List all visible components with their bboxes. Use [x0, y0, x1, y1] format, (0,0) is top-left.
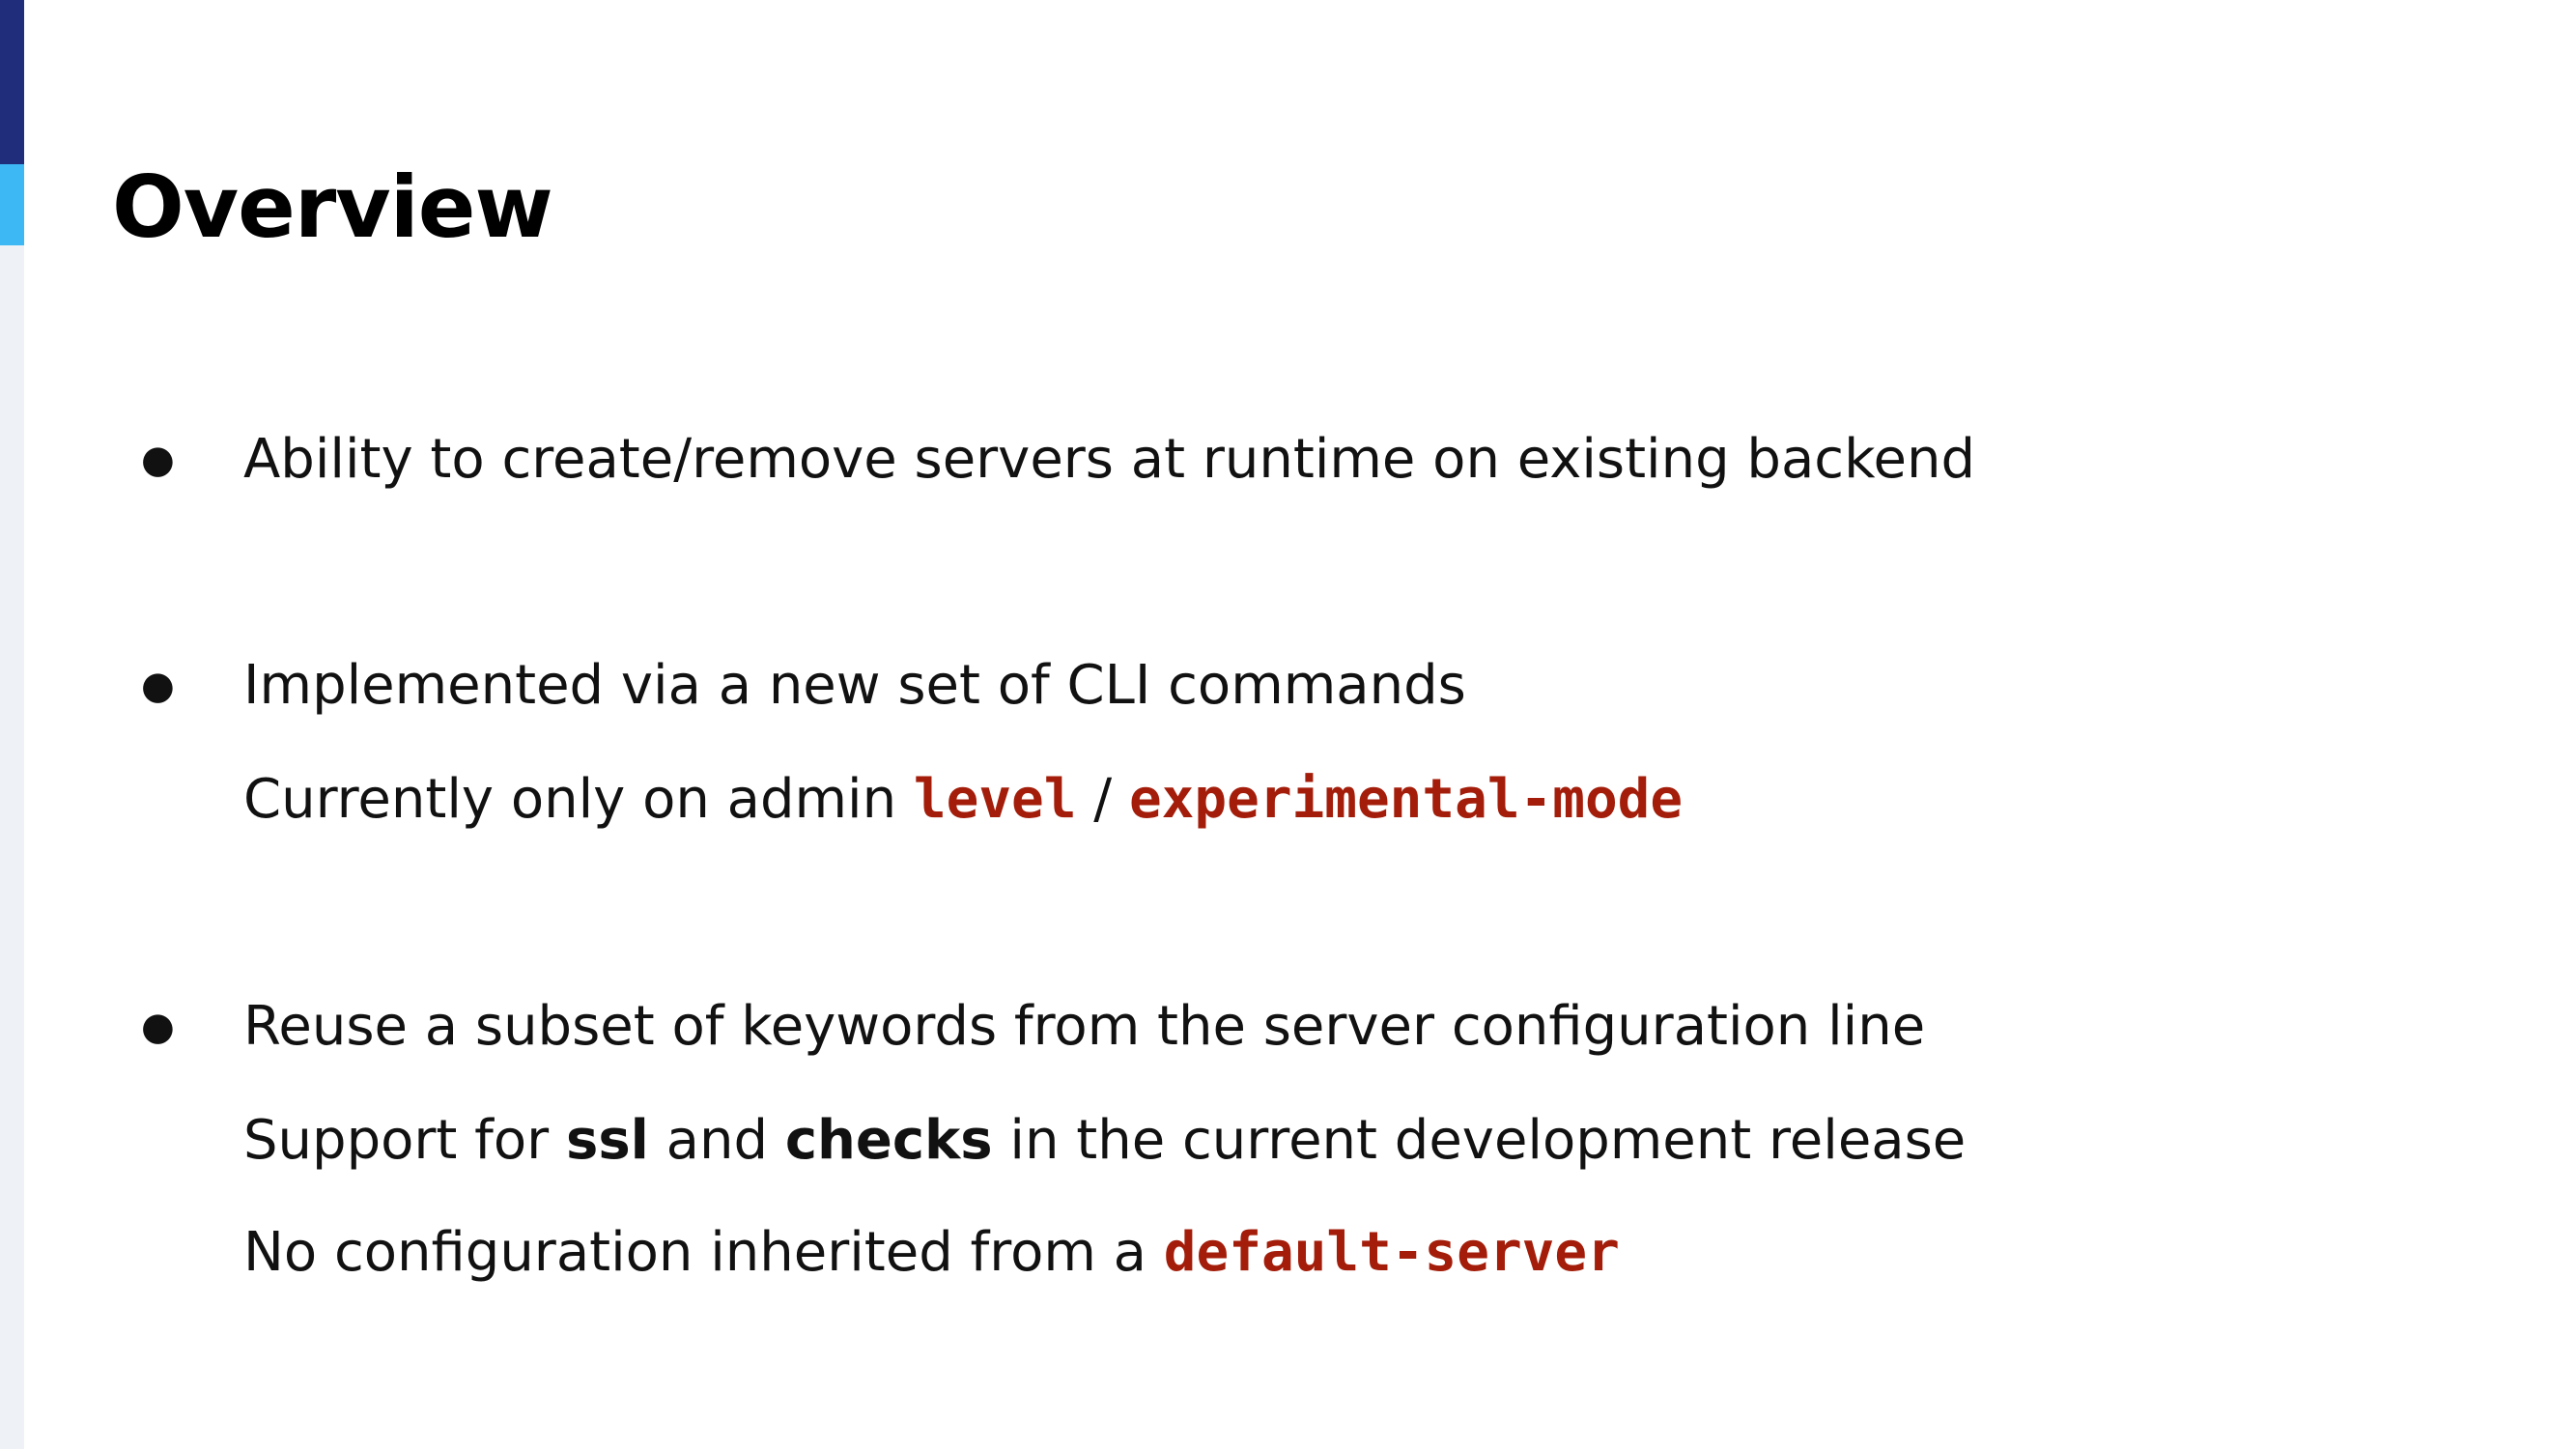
bullet-2-subline: Currently only on admin level / experime… — [243, 761, 1683, 838]
subline-text: in the current development release — [992, 1109, 1967, 1172]
bullet-item-3: ● Reuse a subset of keywords from the se… — [141, 988, 1925, 1065]
slide-title: Overview — [112, 157, 553, 257]
accent-light-block — [0, 164, 24, 245]
bullet-item-2: ● Implemented via a new set of CLI comma… — [141, 647, 1466, 724]
code-level: level — [913, 768, 1077, 831]
subline-text: Currently only on admin — [243, 768, 914, 831]
bullet-icon: ● — [141, 438, 175, 482]
bullet-3-subline-2: No configuration inherited from a defaul… — [243, 1214, 1620, 1292]
bullet-text: Implemented via a new set of CLI command… — [243, 654, 1466, 717]
accent-dark-block — [0, 0, 24, 164]
bullet-icon: ● — [141, 664, 175, 708]
bullet-3-subline-1: Support for ssl and checks in the curren… — [243, 1102, 1966, 1179]
subline-text: No configuration inherited from a — [243, 1221, 1164, 1284]
subline-text: Support for — [243, 1109, 566, 1172]
keyword-ssl: ssl — [565, 1109, 649, 1172]
subline-text: and — [648, 1109, 785, 1172]
bullet-text: Ability to create/remove servers at runt… — [243, 428, 1976, 491]
bullet-icon: ● — [141, 1005, 175, 1049]
bullet-item-1: ● Ability to create/remove servers at ru… — [141, 421, 1975, 498]
keyword-checks: checks — [784, 1109, 993, 1172]
separator: / — [1076, 768, 1129, 831]
bullet-text: Reuse a subset of keywords from the serv… — [243, 995, 1926, 1058]
code-experimental-mode: experimental-mode — [1128, 768, 1684, 831]
code-default-server: default-server — [1163, 1221, 1620, 1284]
